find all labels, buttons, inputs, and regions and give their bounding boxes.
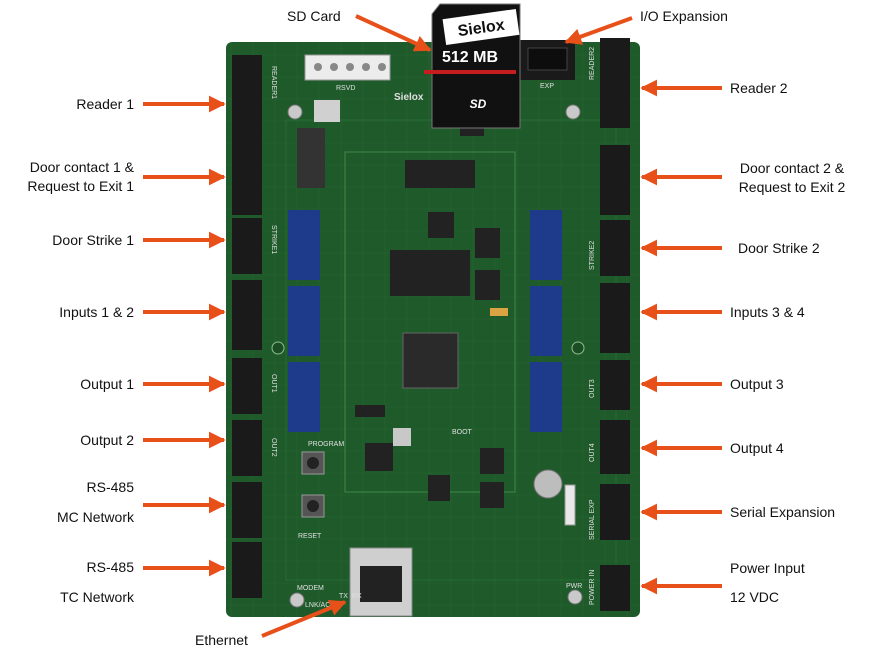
callout-arrows <box>143 14 722 638</box>
label-reader-1: Reader 1 <box>76 96 134 112</box>
circuit-board <box>226 42 640 617</box>
serial-exp-silk: SERIAL EXP <box>589 499 596 540</box>
label-tc-network: TC Network <box>60 589 134 605</box>
chips <box>297 122 508 508</box>
sd-logo: SD <box>470 97 487 111</box>
pwr-silk: PWR <box>566 583 582 590</box>
sd-card <box>424 3 521 129</box>
out3-silk: OUT3 <box>589 379 596 398</box>
sd-brand: Sielox <box>457 17 506 40</box>
boot-silk: BOOT <box>452 429 473 436</box>
rsvd-silk: RSVD <box>336 85 355 92</box>
brand-silk: Sielox <box>394 92 424 103</box>
out2-silk: OUT2 <box>270 438 277 457</box>
arrow-io-expansion <box>564 16 633 45</box>
label-inputs-3-4: Inputs 3 & 4 <box>730 304 805 320</box>
exp-silk: EXP <box>540 83 554 90</box>
sd-capacity: 512 MB <box>442 49 498 66</box>
label-door-strike-2: Door Strike 2 <box>738 240 820 256</box>
modem-silk: MODEM <box>297 585 324 592</box>
label-inputs-1-2: Inputs 1 & 2 <box>59 304 134 320</box>
top-connectors <box>304 40 575 122</box>
reader2-silk: READER2 <box>589 47 596 80</box>
label-rs485-mc: RS-485 <box>86 479 134 495</box>
tx-silk: TX <box>339 593 348 600</box>
label-sd-card: SD Card <box>287 8 341 24</box>
ethernet-jack <box>349 547 413 617</box>
arrow-sd-card <box>355 14 432 52</box>
right-terminal-blocks <box>600 38 630 611</box>
strike2-silk: STRIKE2 <box>589 241 596 270</box>
label-ethernet: Ethernet <box>195 632 248 648</box>
label-reader-2: Reader 2 <box>730 80 788 96</box>
label-door-contact-2: Door contact 2 & Request to Exit 2 <box>738 160 846 195</box>
label-door-strike-1: Door Strike 1 <box>52 232 134 248</box>
label-rs485-tc: RS-485 <box>86 559 134 575</box>
label-mc-network: MC Network <box>56 509 134 525</box>
label-serial-expansion: Serial Expansion <box>730 504 836 520</box>
strike1-silk: STRIKE1 <box>270 225 277 254</box>
relays <box>288 210 562 432</box>
arrow-ethernet <box>261 599 347 638</box>
rx-silk: RX <box>352 593 362 600</box>
reader1-silk: READER1 <box>270 66 277 99</box>
left-terminal-blocks <box>232 55 262 598</box>
label-output-1: Output 1 <box>80 376 134 392</box>
label-output-4: Output 4 <box>730 440 784 456</box>
label-output-2: Output 2 <box>80 432 134 448</box>
out4-silk: OUT4 <box>589 443 596 462</box>
label-power-input: Power Input <box>730 560 805 576</box>
out1-silk: OUT1 <box>270 374 277 393</box>
program-silk: PROGRAM <box>308 441 344 448</box>
power-in-silk: POWER IN <box>589 570 596 605</box>
lnk-act-silk: LNK/ACT <box>305 602 335 609</box>
label-door-contact-1: Door contact 1 & Request to Exit 1 <box>27 159 134 194</box>
label-io-expansion: I/O Expansion <box>640 8 728 24</box>
label-output-3: Output 3 <box>730 376 784 392</box>
battery-fuse <box>533 469 576 526</box>
reset-silk: RESET <box>298 533 322 540</box>
label-12vdc: 12 VDC <box>730 589 780 605</box>
program-reset-buttons <box>301 451 325 518</box>
